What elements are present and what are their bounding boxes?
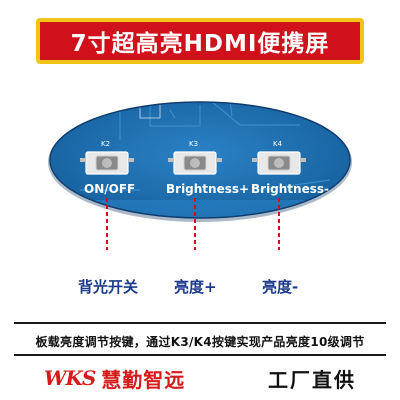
k2-button[interactable]	[80, 151, 134, 175]
brightness-down-label: 亮度-	[262, 278, 299, 296]
info-text: 板载亮度调节按键，通过K3/K4按键实现产品亮度10级调节	[35, 335, 365, 349]
page-title: 7寸超高亮HDMI便携屏	[70, 31, 330, 57]
brightness-up-label: 亮度+	[174, 278, 217, 296]
k3-silkscreen: K3	[189, 140, 199, 148]
pcb-board-photo: K2 K3 K4 ON/OFF Brightness+ Brightness-	[0, 70, 400, 250]
k4-button[interactable]	[252, 151, 306, 175]
title-banner: 7寸超高亮HDMI便携屏	[36, 18, 364, 64]
backlight-switch-label: 背光开关	[78, 278, 139, 296]
k4-function-label: Brightness-	[251, 182, 329, 196]
divider-top	[14, 322, 386, 324]
k3-function-label: Brightness+	[166, 182, 250, 196]
brand-logo: WKS	[44, 366, 96, 390]
k3-button[interactable]	[168, 151, 222, 175]
pcb-board-illustration	[48, 101, 352, 250]
divider-bottom	[14, 354, 386, 356]
brand-block: WKS 慧勤智远	[44, 363, 185, 393]
k2-function-label: ON/OFF	[84, 182, 136, 196]
k2-silkscreen: K2	[101, 140, 111, 148]
brand-name: 慧勤智远	[101, 367, 186, 392]
k4-silkscreen: K4	[273, 140, 283, 148]
leader-lines	[106, 198, 280, 250]
factory-direct-label: 工厂直供	[268, 368, 356, 392]
